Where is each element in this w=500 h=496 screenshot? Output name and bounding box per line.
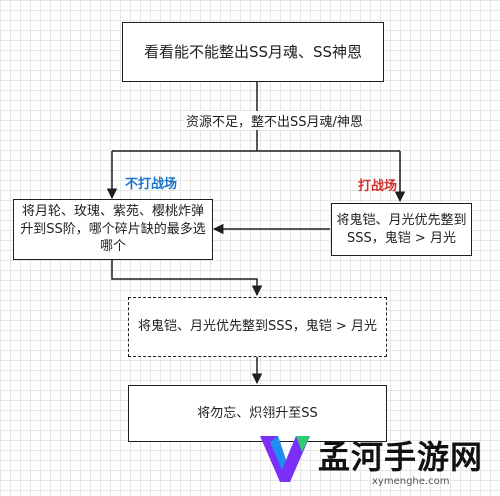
left-node-text: 将月轮、玫瑰、紫苑、樱桃炸弹升到SS阶，哪个碎片缺的最多选哪个	[20, 204, 206, 255]
connector-left-to-dashed	[111, 260, 263, 297]
watermark-name: 孟河手游网	[318, 438, 484, 476]
final-node: 将勿忘、炽翎升至SS	[128, 385, 387, 442]
right-node-text: 将鬼铠、月光优先整到SSS，鬼铠 > 月光	[336, 212, 467, 246]
dashed-node: 将鬼铠、月光优先整到SSS，鬼铠 > 月光	[128, 297, 387, 357]
stylized-v-logo-icon	[260, 436, 310, 482]
start-node-text: 看看能不能整出SS月魂、SS神恩	[143, 42, 363, 61]
left-node: 将月轮、玫瑰、紫苑、樱桃炸弹升到SS阶，哪个碎片缺的最多选哪个	[13, 199, 213, 260]
dashed-node-text: 将鬼铠、月光优先整到SSS，鬼铠 > 月光	[138, 319, 377, 335]
right-node: 将鬼铠、月光优先整到SSS，鬼铠 > 月光	[331, 203, 472, 256]
watermark-url: xymenghe.com	[372, 476, 450, 487]
final-node-text: 将勿忘、炽翎升至SS	[197, 405, 318, 421]
condition-label: 资源不足，整不出SS月魂/神恩	[184, 111, 365, 130]
branch-no-battle-label: 不打战场	[125, 177, 178, 192]
site-watermark: 孟河手游网 xymenghe.com	[252, 424, 498, 494]
branch-battle-label: 打战场	[358, 179, 398, 194]
start-node: 看看能不能整出SS月魂、SS神恩	[122, 22, 384, 82]
